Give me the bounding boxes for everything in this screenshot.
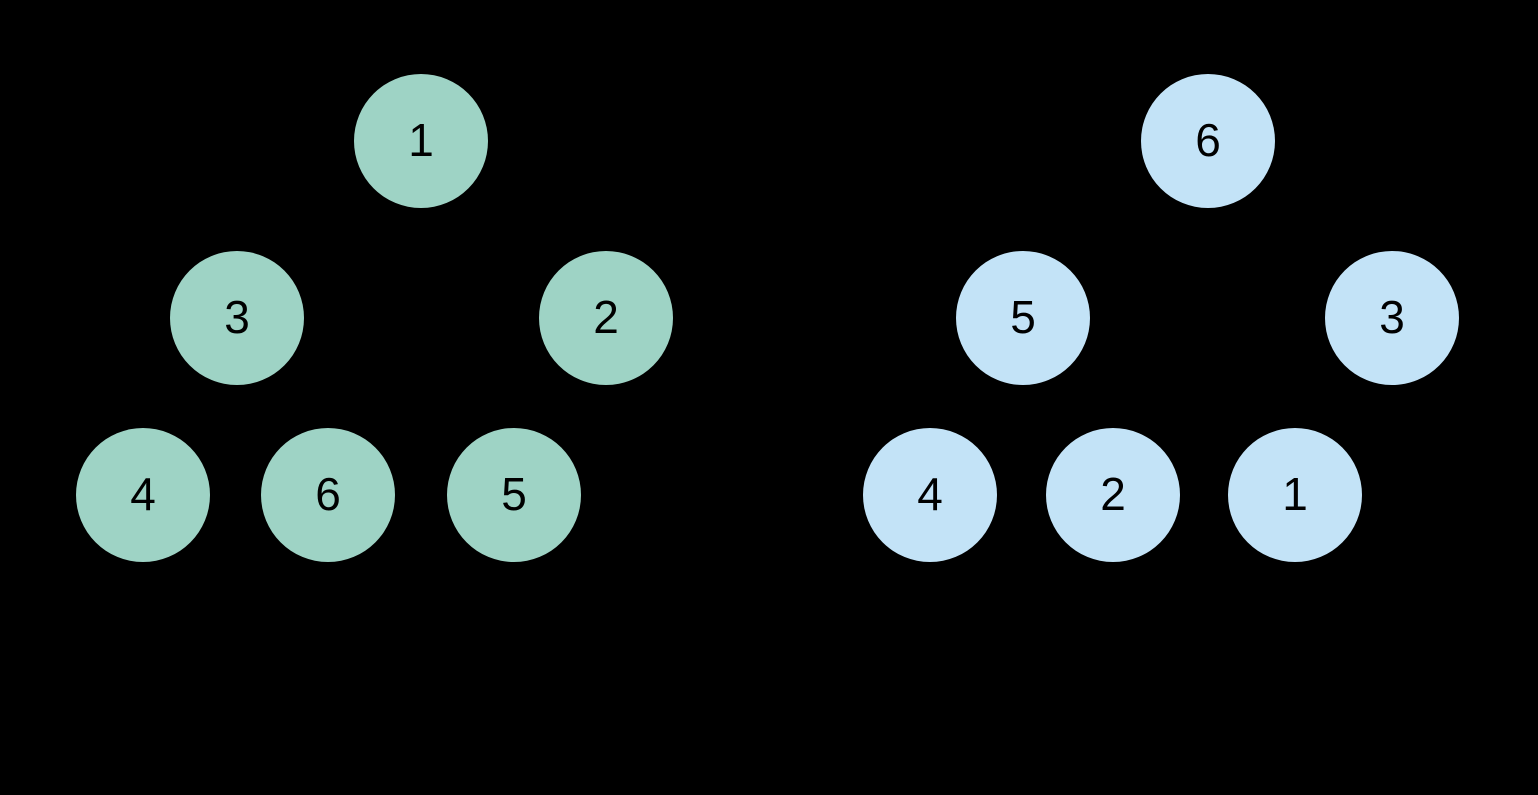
tree-node-label: 4	[917, 468, 943, 520]
tree-node-label: 3	[1379, 291, 1405, 343]
tree-node[interactable]: 1	[354, 74, 488, 208]
tree-node-label: 1	[1282, 468, 1308, 520]
tree-node-label: 2	[1100, 468, 1126, 520]
tree-node[interactable]: 2	[1046, 428, 1180, 562]
tree-node-label: 1	[408, 114, 434, 166]
tree-node[interactable]: 3	[1325, 251, 1459, 385]
tree-node[interactable]: 4	[863, 428, 997, 562]
tree-node[interactable]: 2	[539, 251, 673, 385]
tree-node-label: 5	[501, 468, 527, 520]
tree-node-label: 3	[224, 291, 250, 343]
tree-node[interactable]: 5	[447, 428, 581, 562]
tree-node[interactable]: 3	[170, 251, 304, 385]
tree-node-label: 5	[1010, 291, 1036, 343]
tree-node-label: 6	[1195, 114, 1221, 166]
tree-node-label: 4	[130, 468, 156, 520]
tree-node[interactable]: 1	[1228, 428, 1362, 562]
tree-node-label: 2	[593, 291, 619, 343]
tree-node-label: 6	[315, 468, 341, 520]
tree-node[interactable]: 5	[956, 251, 1090, 385]
tree-node[interactable]: 6	[1141, 74, 1275, 208]
tree-node[interactable]: 4	[76, 428, 210, 562]
tree-node[interactable]: 6	[261, 428, 395, 562]
